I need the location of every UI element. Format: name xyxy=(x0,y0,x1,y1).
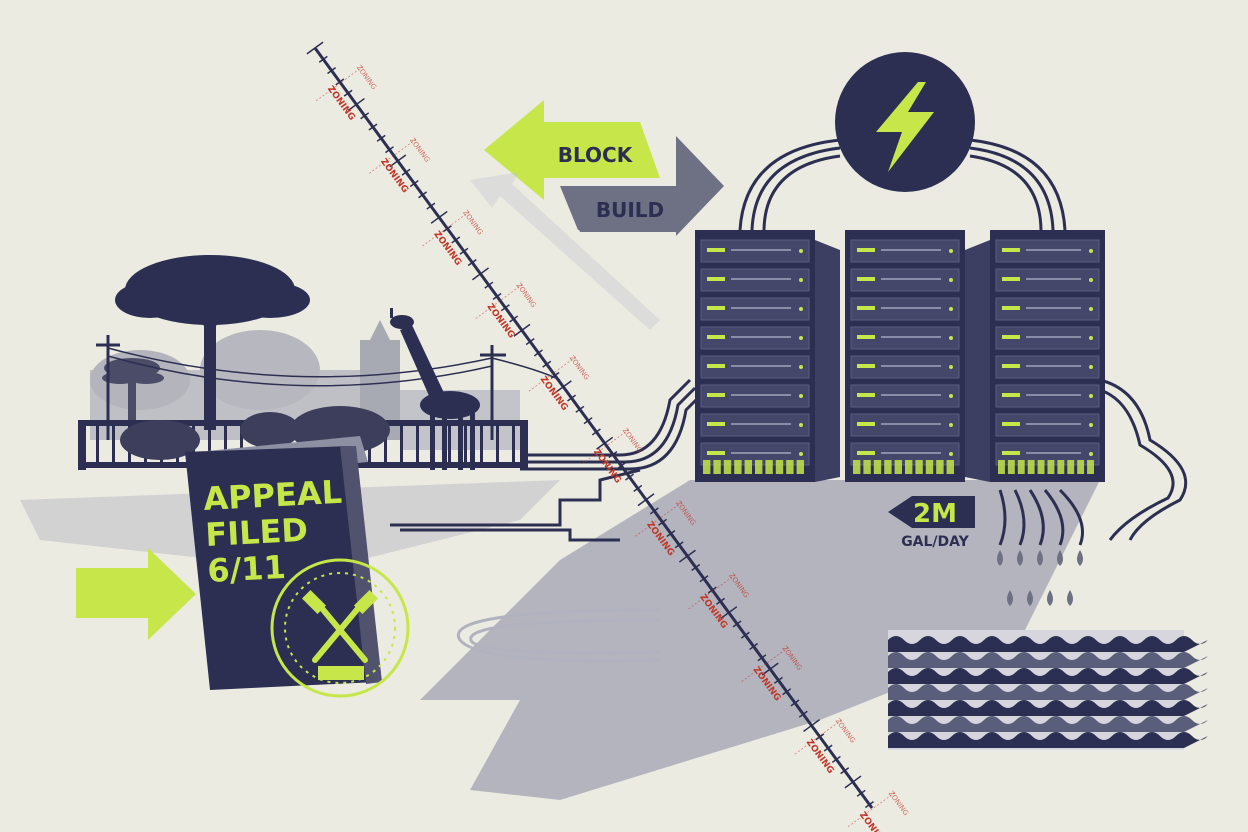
data-cables xyxy=(390,378,702,542)
zoning-label: ZONING xyxy=(804,738,836,776)
water-drop xyxy=(1037,550,1043,566)
wave-band xyxy=(888,716,1208,732)
fence-bar xyxy=(512,426,515,464)
fence-bar xyxy=(480,426,483,464)
fence-bar xyxy=(496,426,499,464)
wave-band xyxy=(888,684,1208,700)
cooling-pipes xyxy=(998,378,1188,546)
water-drop xyxy=(1077,550,1083,566)
fence-bar xyxy=(208,426,211,464)
giraffe-icon xyxy=(390,308,480,470)
wave-band xyxy=(888,636,1208,652)
build-arrow: BUILD xyxy=(560,136,724,236)
zoning-small-label: ZONING xyxy=(514,281,537,309)
server-rack xyxy=(695,230,840,482)
zoning-small-label: ZONING xyxy=(834,717,857,745)
faded-arrow xyxy=(470,172,660,330)
fence-bar xyxy=(448,426,451,464)
water-drop xyxy=(1007,590,1013,606)
water-drips xyxy=(997,550,1083,606)
water-drop xyxy=(1047,590,1053,606)
appeal-folder-line1: APPEAL xyxy=(202,473,342,518)
fence-bar xyxy=(240,426,243,464)
wave-band xyxy=(888,652,1208,668)
water-usage-tag: 2M GAL/DAY xyxy=(888,496,975,550)
server-rack xyxy=(845,230,965,482)
fence-bar xyxy=(96,426,99,464)
zoning-small-label: ZONING xyxy=(887,790,910,818)
appeal-folder: APPEAL FILED 6/11 xyxy=(185,436,382,690)
block-arrow: BLOCK xyxy=(484,100,660,200)
palm-tree-icon xyxy=(102,358,164,430)
fence-bar xyxy=(400,426,403,464)
crossed-gavels-seal-icon xyxy=(270,558,410,698)
zoning-small-label: ZONING xyxy=(408,136,431,164)
wave-band xyxy=(888,732,1208,748)
block-arrow-label: BLOCK xyxy=(558,143,634,167)
zoning-small-label: ZONING xyxy=(355,64,378,92)
build-arrow-label: BUILD xyxy=(596,198,664,222)
acacia-tree-icon xyxy=(115,255,310,430)
water-drop xyxy=(1057,550,1063,566)
zoning-label: ZONING xyxy=(378,157,410,195)
fence-bar xyxy=(224,426,227,464)
wave-band xyxy=(888,700,1208,716)
water-usage-unit: GAL/DAY xyxy=(901,534,969,550)
water-drop xyxy=(1017,550,1023,566)
power-orb xyxy=(825,42,985,202)
zoning-small-label: ZONING xyxy=(621,427,644,455)
water-usage-value: 2M xyxy=(913,499,957,529)
zoning-label: ZONING xyxy=(857,810,889,832)
server-rack xyxy=(965,230,1105,482)
lightning-bolt-icon xyxy=(876,82,934,172)
water-drop xyxy=(997,550,1003,566)
power-cables xyxy=(738,138,1067,231)
cable-shadow xyxy=(456,608,661,663)
fence-bar xyxy=(112,426,115,464)
water-reservoir xyxy=(888,630,1208,750)
water-drop xyxy=(1067,590,1073,606)
zoning-line xyxy=(313,47,874,809)
zoning-label: ZONING xyxy=(431,230,463,268)
server-racks xyxy=(695,230,1105,482)
wave-band xyxy=(888,668,1208,684)
zoning-small-label: ZONING xyxy=(568,354,591,382)
fence-bar xyxy=(464,426,467,464)
fence-bar xyxy=(384,426,387,464)
pointer-arrow xyxy=(76,548,196,640)
appeal-folder-line3: 6/11 xyxy=(206,548,286,590)
water-drop xyxy=(1027,590,1033,606)
zoning-small-label: ZONING xyxy=(461,209,484,237)
appeal-folder-line2: FILED xyxy=(204,511,308,554)
zoning-label: ZONING xyxy=(538,375,570,413)
fence-bar xyxy=(416,426,419,464)
